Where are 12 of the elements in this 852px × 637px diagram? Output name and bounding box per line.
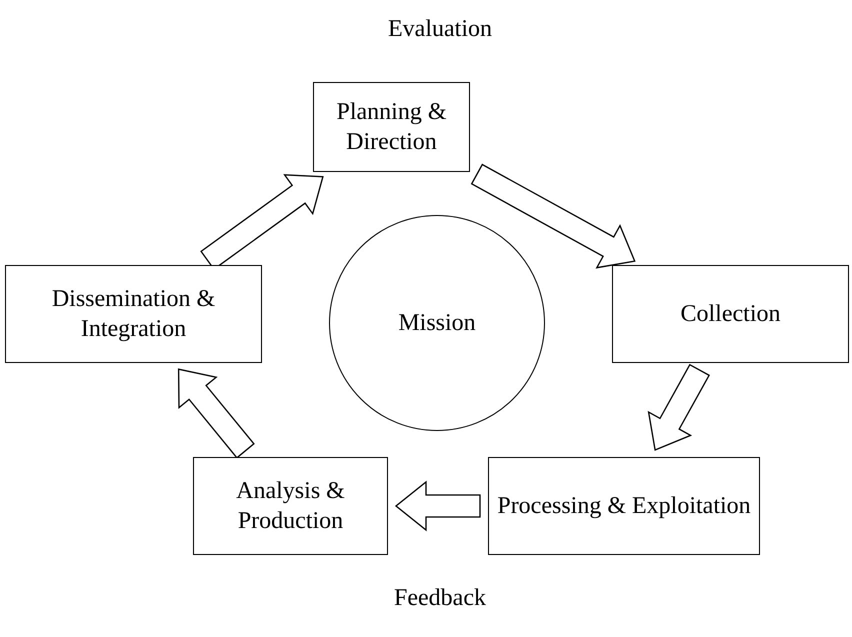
block-arrow [394, 480, 481, 532]
process-box: Dissemination & Integration [5, 265, 262, 363]
process-box: Collection [612, 265, 849, 363]
mission-circle: Mission [329, 215, 545, 431]
block-arrow [648, 364, 710, 451]
process-box: Analysis & Production [193, 457, 388, 555]
block-arrow [470, 164, 636, 269]
process-box: Processing & Exploitation [488, 457, 760, 555]
cycle-label: Evaluation [388, 16, 492, 43]
cycle-label: Feedback [394, 585, 486, 612]
process-box: Planning & Direction [313, 82, 470, 172]
block-arrow [178, 368, 255, 459]
